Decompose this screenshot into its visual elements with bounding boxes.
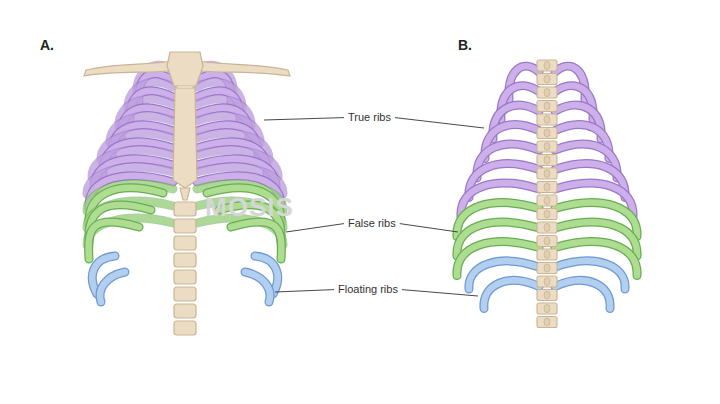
- spinous-process: [544, 75, 550, 83]
- rib: [100, 272, 125, 302]
- spinous-process: [544, 156, 550, 164]
- spinous-process: [544, 89, 550, 97]
- watermark: MOSIS: [205, 192, 294, 223]
- vertebra: [174, 253, 196, 267]
- spinous-process: [544, 210, 550, 218]
- spinous-process: [544, 237, 550, 245]
- vertebra: [537, 60, 557, 71]
- vertebra: [537, 74, 557, 85]
- spine: [537, 60, 557, 328]
- vertebra: [174, 287, 196, 301]
- vertebra: [174, 219, 196, 233]
- leader-line: [395, 118, 484, 128]
- spine: [174, 202, 196, 335]
- leader-line: [275, 290, 334, 292]
- part-label: True ribs: [348, 111, 391, 124]
- clavicle: [192, 60, 290, 76]
- spinous-process: [544, 318, 550, 326]
- spinous-process: [544, 251, 550, 259]
- sternum-body: [173, 88, 197, 188]
- manubrium: [167, 52, 203, 86]
- spinous-process: [544, 278, 550, 286]
- vertebra: [174, 236, 196, 250]
- vertebra: [537, 222, 557, 233]
- leader-line: [264, 118, 344, 120]
- vertebra: [537, 141, 557, 152]
- vertebra: [537, 290, 557, 301]
- rib-outline: [100, 272, 125, 302]
- rib-outline: [555, 281, 610, 309]
- vertebra: [174, 321, 196, 335]
- vertebra: [537, 276, 557, 287]
- vertebra: [537, 182, 557, 193]
- rib-group: [87, 65, 637, 308]
- spinous-process: [544, 143, 550, 151]
- vertebra: [537, 168, 557, 179]
- spinous-process: [544, 62, 550, 70]
- vertebra: [537, 303, 557, 314]
- vertebra: [174, 304, 196, 318]
- spinous-process: [544, 183, 550, 191]
- spinous-process: [544, 197, 550, 205]
- rib: [484, 281, 539, 309]
- spinous-process: [544, 305, 550, 313]
- spinous-process: [544, 102, 550, 110]
- spinous-process: [544, 264, 550, 272]
- spinous-process: [544, 291, 550, 299]
- leader-line: [400, 224, 458, 232]
- vertebra: [537, 209, 557, 220]
- xiphoid: [180, 188, 190, 200]
- vertebra: [537, 114, 557, 125]
- vertebra: [537, 101, 557, 112]
- bone-group: [84, 52, 290, 200]
- rib-outline: [245, 272, 270, 302]
- vertebra: [537, 87, 557, 98]
- vertebra: [537, 249, 557, 260]
- rib-outline: [484, 281, 539, 309]
- vertebra: [537, 236, 557, 247]
- clavicle: [84, 60, 178, 76]
- leader-line: [286, 224, 344, 232]
- spinous-process: [544, 129, 550, 137]
- vertebra: [537, 263, 557, 274]
- rib: [245, 272, 270, 302]
- part-label: Floating ribs: [338, 283, 398, 296]
- rib: [555, 281, 610, 309]
- vertebra: [537, 155, 557, 166]
- leader-line: [402, 290, 478, 296]
- panel-letter: A.: [40, 37, 54, 54]
- panel-letter: B.: [458, 37, 472, 54]
- spinous-process: [544, 116, 550, 124]
- vertebra: [537, 195, 557, 206]
- vertebra: [537, 317, 557, 328]
- spinous-process: [544, 170, 550, 178]
- vertebra: [537, 128, 557, 139]
- spinous-process: [544, 224, 550, 232]
- vertebra: [174, 202, 196, 216]
- part-label: False ribs: [348, 217, 396, 230]
- vertebra: [174, 270, 196, 284]
- leader-lines: [264, 118, 484, 296]
